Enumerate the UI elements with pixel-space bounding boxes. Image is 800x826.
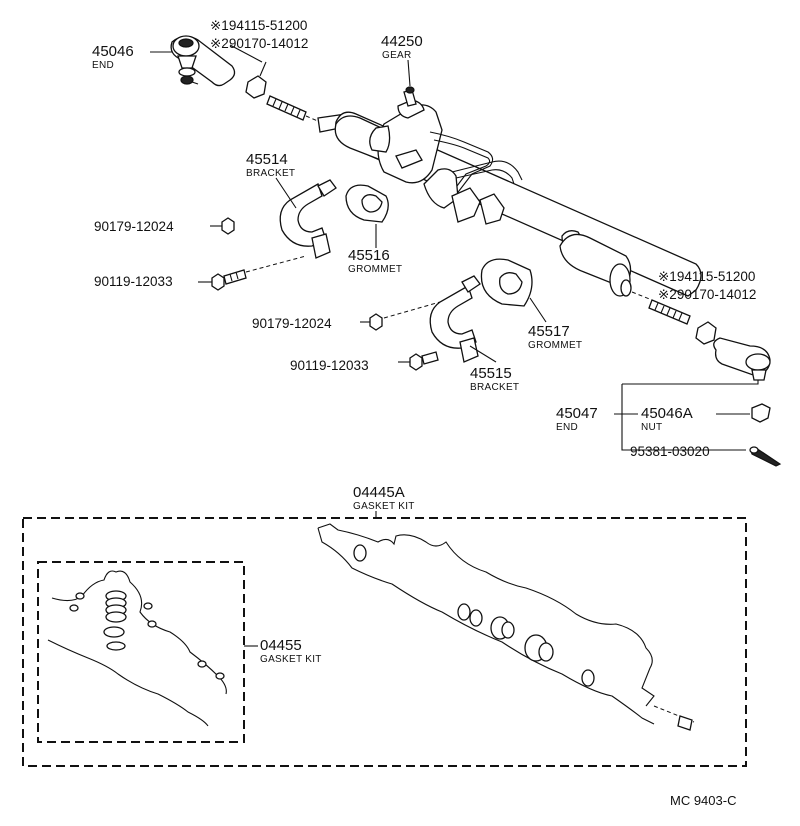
part-number-45514: 45514 [246, 151, 288, 168]
gasket-kit-inner-drawing [47, 570, 227, 727]
gasket-kit-outer-drawing [317, 523, 695, 731]
bolt-90179-lower-drawing [360, 301, 441, 331]
part-number-44250: 44250 [381, 33, 423, 50]
gasket-kit-outer-box [22, 517, 747, 767]
part-number-90179-lower: 90179-12024 [252, 316, 332, 331]
gasket-kit-inner-box [37, 561, 245, 743]
bracket-upper-drawing [279, 179, 337, 259]
grommet-upper-drawing [345, 184, 389, 223]
bracket-lower-drawing [429, 275, 481, 363]
bolt-90179-upper-drawing [210, 217, 235, 235]
part-number-90119-lower: 90119-12033 [290, 358, 369, 373]
tie-rod-end-right-drawing [713, 337, 782, 467]
part-number-04455: 04455 [260, 637, 302, 654]
part-number-45046A: 45046A [641, 405, 693, 422]
nut-left-drawing [229, 44, 267, 99]
part-label-bracket-lower: BRACKET [470, 382, 519, 393]
part-label-gasket-kit-outer: GASKET KIT [353, 501, 415, 512]
threaded-rod-left-drawing [266, 95, 321, 123]
part-label-grommet-lower: GROMMET [528, 340, 582, 351]
part-number-90119-upper: 90119-12033 [94, 274, 173, 289]
bolt-90119-lower-drawing [398, 351, 439, 371]
gear-housing-drawing [317, 86, 702, 297]
part-number-45515: 45515 [470, 365, 512, 382]
part-number-45517: 45517 [528, 323, 570, 340]
part-number-45046: 45046 [92, 43, 134, 60]
part-number-95381: 95381-03020 [630, 444, 710, 459]
part-number-bolt-left-1: ※194115-51200 [210, 18, 307, 33]
part-label-grommet-upper: GROMMET [348, 264, 402, 275]
part-label-gasket-kit-inner: GASKET KIT [260, 654, 322, 665]
part-number-bolt-right-1: ※194115-51200 [658, 269, 755, 284]
part-number-90179-upper: 90179-12024 [94, 219, 174, 234]
tie-rod-end-left-drawing [170, 35, 236, 87]
part-number-bolt-left-2: ※290170-14012 [210, 36, 308, 51]
part-label-nut: NUT [641, 422, 662, 433]
part-number-bolt-right-2: ※290170-14012 [658, 287, 756, 302]
part-label-end-left: END [92, 60, 114, 71]
part-label-bracket-upper: BRACKET [246, 168, 295, 179]
figure-reference: MC 9403-C [670, 793, 736, 808]
part-label-end-right: END [556, 422, 578, 433]
part-label-gear: GEAR [382, 50, 412, 61]
part-number-45047: 45047 [556, 405, 598, 422]
part-number-45516: 45516 [348, 247, 390, 264]
part-number-04445A: 04445A [353, 484, 405, 501]
bolt-90119-upper-drawing [211, 255, 307, 291]
threaded-rod-right-drawing [631, 291, 717, 345]
grommet-lower-drawing [480, 258, 533, 307]
